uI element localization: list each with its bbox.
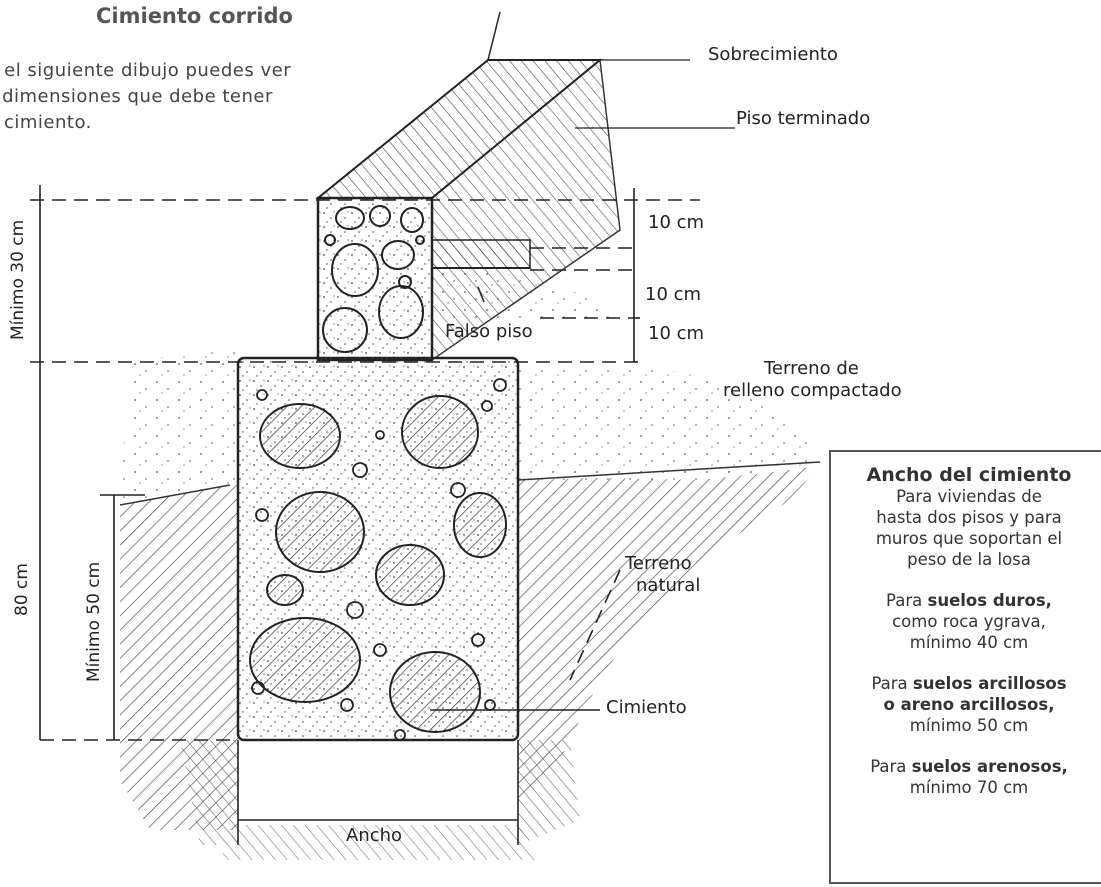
label-cimiento: Cimiento: [606, 697, 687, 718]
info-duros-bold: suelos duros,: [927, 591, 1052, 610]
intro-line-3: cimiento.: [4, 112, 92, 133]
intro-text: n el siguiente dibujo puedes ver s dimen…: [0, 58, 386, 136]
info-duros: Para suelos duros, como roca ygrava, mín…: [831, 590, 1101, 653]
info-duros-pre: Para: [886, 591, 928, 610]
label-terreno-relleno-1: Terreno de: [764, 358, 859, 379]
dimension-80cm: 80 cm: [12, 563, 32, 616]
info-heading: Ancho del cimiento: [866, 464, 1072, 486]
info-arenosos-bold: suelos arenosos,: [911, 757, 1068, 776]
dimension-10cm-1: 10 cm: [648, 212, 705, 233]
natural-ground: [120, 465, 820, 860]
label-terreno-natural-1: Terreno: [625, 553, 692, 574]
info-arcillosos-pre: Para: [871, 674, 913, 693]
info-arenosos-line-2: mínimo 70 cm: [909, 778, 1029, 797]
label-falso-piso: Falso piso: [445, 321, 533, 342]
dimension-10cm-2: 10 cm: [645, 284, 702, 305]
dimension-10cm-3: 10 cm: [648, 323, 705, 344]
info-intro-2: hasta dos pisos y para: [876, 508, 1062, 527]
info-intro-4: peso de la losa: [907, 550, 1031, 569]
info-arcillosos-line-3: mínimo 50 cm: [909, 716, 1029, 735]
intro-line-2: s dimensiones que debe tener: [0, 86, 273, 107]
info-arenosos: Para suelos arenosos, mínimo 70 cm: [831, 756, 1101, 798]
info-intro-3: muros que soportan el: [875, 529, 1063, 548]
info-duros-line-3: mínimo 40 cm: [909, 633, 1029, 652]
dimension-minimo-30: Mínimo 30 cm: [8, 219, 28, 340]
dimension-lines: [30, 185, 700, 845]
label-piso-terminado: Piso terminado: [736, 108, 871, 129]
info-arenosos-pre: Para: [870, 757, 912, 776]
sobrecimiento-wall: [315, 11, 735, 362]
info-arcillosos-bold-1: suelos arcillosos: [912, 674, 1067, 693]
dimension-minimo-50: Mínimo 50 cm: [84, 561, 104, 682]
label-sobrecimiento: Sobrecimiento: [708, 44, 838, 65]
intro-line-1: n el siguiente dibujo puedes ver: [0, 60, 292, 81]
info-intro-1: Para viviendas de: [896, 487, 1042, 506]
page-title: Cimiento corrido: [96, 4, 293, 28]
foundation-width-info-box: Ancho del cimiento Para viviendas de has…: [829, 450, 1101, 884]
label-terreno-natural-2: natural: [636, 575, 701, 596]
foundation-block: [236, 356, 520, 742]
info-arcillosos-bold-2: o areno arcillosos,: [883, 695, 1055, 714]
info-arcillosos: Para suelos arcillosos o areno arcilloso…: [831, 673, 1101, 736]
info-duros-line-2: como roca ygrava,: [892, 612, 1046, 631]
label-terreno-relleno-2: relleno compactado: [723, 380, 902, 401]
label-ancho: Ancho: [346, 825, 403, 846]
